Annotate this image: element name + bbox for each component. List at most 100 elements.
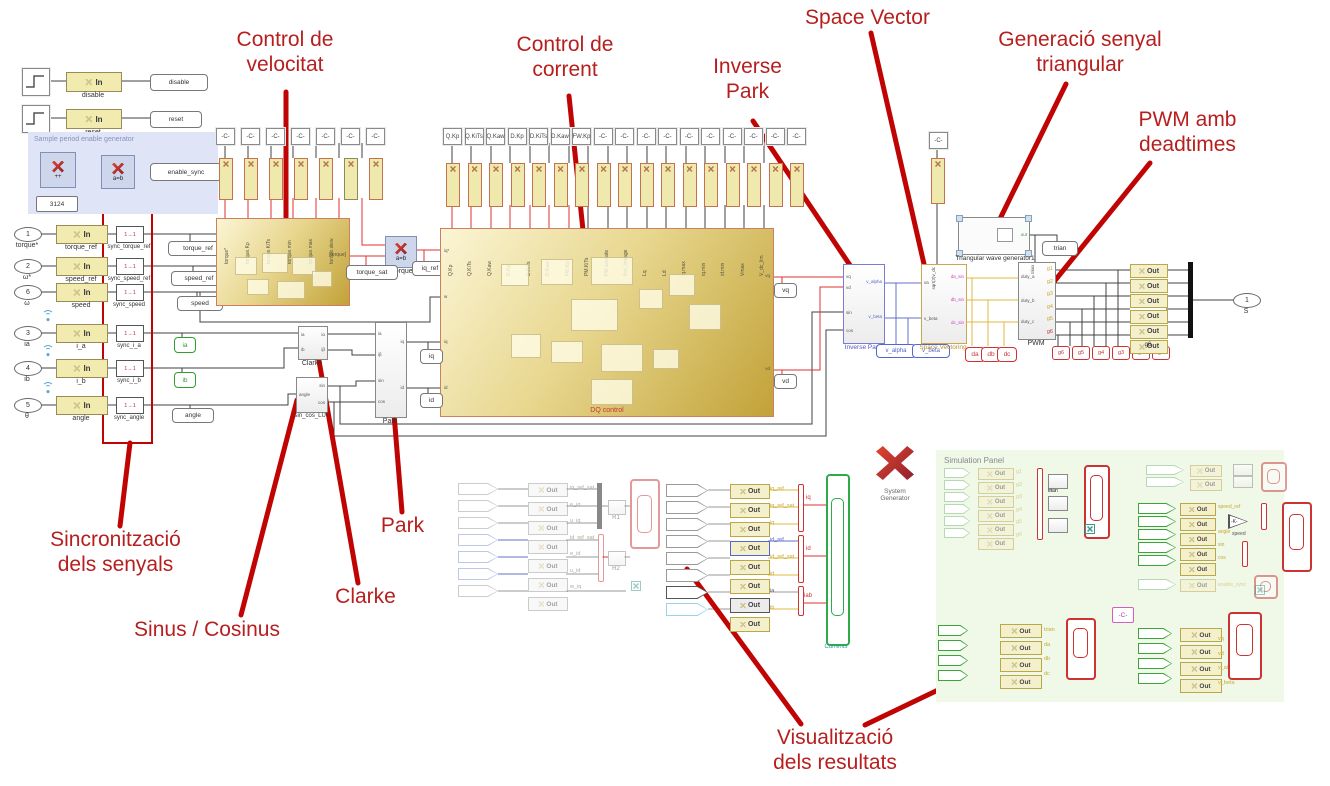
goto-tag-disable[interactable]: disable [150,74,208,91]
goto-tag-iq[interactable]: iq [420,349,443,364]
constant-block-pink[interactable]: -C- [1112,607,1134,623]
wire-label: e_id [570,551,581,557]
scope[interactable] [630,479,660,549]
gateway-in[interactable]: In [56,283,108,302]
goto-tag-reset[interactable]: reset [150,111,202,128]
constant-3124[interactable]: 3124 [36,196,78,212]
scope[interactable] [1228,612,1262,680]
rate-block-r1[interactable] [608,500,626,515]
goto-tag-dc[interactable]: dc [997,347,1017,362]
gateway-out[interactable]: Out [1180,579,1216,592]
gateway-in-disable[interactable]: In [66,72,122,92]
annotation-clarke[interactable]: Clarke [335,585,396,608]
mux-bar[interactable] [597,483,602,529]
sync-name: sync_i_b [117,378,141,384]
input-port[interactable]: 4 [14,361,42,376]
mux-bar-red[interactable] [798,484,804,532]
gateway-in[interactable]: In [56,257,108,276]
port-name: θ [25,413,29,420]
mux-bar-red[interactable] [798,535,804,583]
goto-tag-ia[interactable]: ia [174,337,196,353]
rate-block[interactable] [1233,464,1253,476]
scope[interactable] [1066,618,1096,680]
relop-glyph: a=b [112,175,124,182]
scope[interactable] [1261,462,1287,492]
latch-block[interactable] [1048,518,1068,533]
output-port[interactable]: 1 [1233,293,1261,308]
annotation-park[interactable]: Park [380,514,425,537]
gateway-in-reset[interactable]: In [66,109,122,129]
mux-bar[interactable] [1188,262,1193,338]
latch-block[interactable] [1048,496,1068,511]
constant-block[interactable]: -C- [929,132,948,149]
annotation-control-velocitat[interactable]: Control de velocitat [236,28,334,76]
inverse-park-block[interactable]: vq vd sin cos v_alpha v_beta [843,264,885,344]
relational-block[interactable]: a=b [101,155,135,189]
sync-block[interactable]: 1→1 [116,397,144,414]
gateway-in[interactable]: In [56,359,108,378]
annotation-visualitzacio[interactable]: Visualització dels resultats [773,726,897,774]
dq-control-block[interactable]: Q.KpQ.KiTsQ.KawD.KpD.KiTsD.KawFW.KpPM.Ki… [440,228,774,417]
wire-label: id_ref [770,537,784,543]
goto-tag-id[interactable]: id [420,393,443,408]
annotation-sinus-cosinus[interactable]: Sinus / Cosinus [134,618,280,641]
scope[interactable] [1282,502,1312,572]
input-port[interactable]: 2 [14,259,42,274]
mux-bar-red[interactable] [598,534,604,582]
input-port[interactable]: 6 [14,285,42,300]
gateway-in[interactable]: In [56,324,108,343]
mux-bar-red[interactable] [798,586,804,616]
goto-tag-ib[interactable]: ib [174,372,196,388]
gateway-in-vertical[interactable] [931,158,945,204]
goto-tag-angle[interactable]: angle [172,408,214,423]
annotation-pwm-deadtimes[interactable]: PWM amb deadtimes [1138,108,1237,156]
step-block-reset[interactable] [22,105,50,133]
sync-block[interactable]: 1→1 [116,325,144,342]
annotation-inverse-park[interactable]: Inverse Park [713,55,782,103]
mux-bar-red[interactable] [1261,503,1267,530]
system-generator-token[interactable] [874,446,916,484]
sync-block[interactable]: 1→1 [116,226,144,243]
goto-tag-da[interactable]: da [965,347,985,362]
sync-block[interactable]: 1→1 [116,360,144,377]
block-output-label: iq [400,339,404,344]
space-vectoring-block[interactable]: sqrt(3)v_dc va v_beta da_sin db_sin dc_s… [921,264,967,344]
triangular-wave-generator-block[interactable]: out [956,215,1032,257]
gateway-in[interactable]: In [56,225,108,244]
goto-tag-v-beta[interactable]: v_beta [912,344,950,358]
counter-block[interactable]: ++ [40,152,76,188]
annotation-generacio-senyal[interactable]: Generació senyal triangular [998,28,1162,76]
scope-currents[interactable] [826,474,850,646]
gateway-in[interactable]: In [56,396,108,415]
rate-block-r2[interactable] [608,551,626,566]
goto-tag-trian[interactable]: trian [1042,241,1078,256]
iq-torque-block[interactable]: a=b [385,236,417,268]
annotation-space-vector[interactable]: Space Vector [805,6,930,29]
goto-tag-vq[interactable]: vq [774,283,797,298]
annotation-sincronitzacio[interactable]: Sincronització dels senyals [50,528,181,576]
input-port[interactable]: 1 [14,227,42,242]
clarke-block[interactable]: ia ib iα iβ [298,326,328,360]
mux-bar-red[interactable] [1242,541,1248,567]
mux-bar-red[interactable] [1037,468,1043,540]
park-block[interactable]: ia iβ sin cos iq id [375,322,407,418]
goto-tag-vd[interactable]: vd [774,374,797,389]
velocitat-gateways [219,158,383,200]
sin-cos-lut-block[interactable]: angle sin cos [296,377,328,413]
goto-tag-enable-sync[interactable]: enable_sync [150,163,222,181]
step-block-disable[interactable] [22,68,50,96]
block-input-label: Vmax [739,263,746,276]
sync-block[interactable]: 1→1 [116,258,144,275]
input-port[interactable]: 3 [14,326,42,341]
rate-block[interactable] [1233,476,1253,488]
goto-tag-torque-sat[interactable]: torque_sat [346,265,398,280]
latch-block[interactable] [1048,474,1068,489]
goto-tag-torque-ref[interactable]: torque_ref [168,241,228,256]
annotation-control-corrent[interactable]: Control de corrent [516,33,614,81]
sync-block[interactable]: 1→1 [116,284,144,301]
goto-tag-iq-ref[interactable]: iq_ref [412,261,448,276]
input-port[interactable]: 5 [14,398,42,413]
